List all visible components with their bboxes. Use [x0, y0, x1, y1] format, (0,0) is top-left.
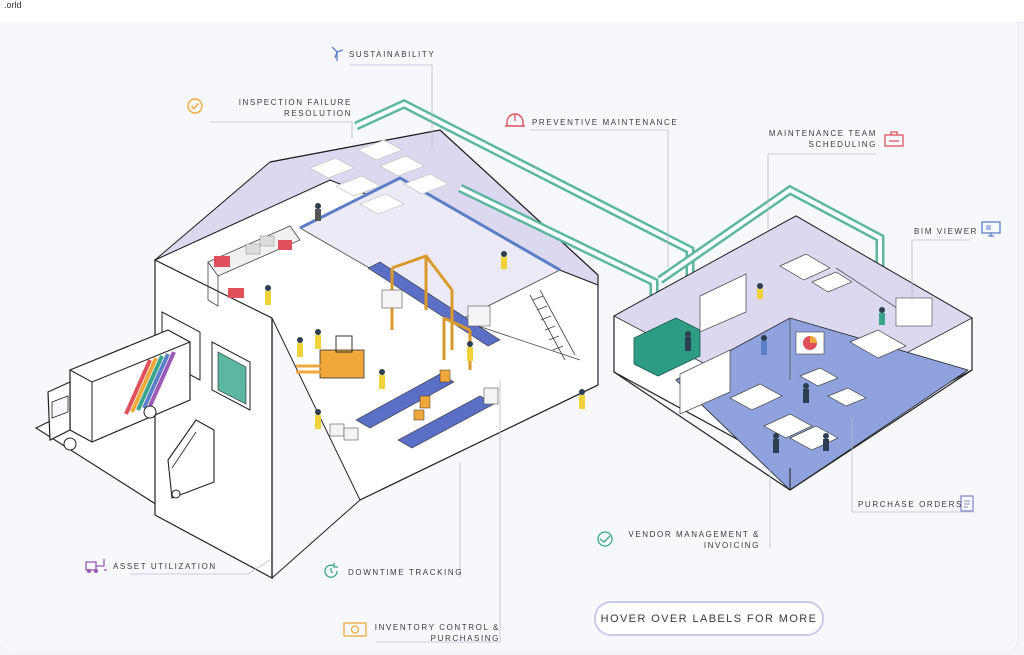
hvac-units — [633, 317, 701, 377]
label-asset-utilization[interactable]: ASSET UTILIZATION — [113, 562, 217, 571]
handshake-icon — [597, 531, 613, 547]
office-people — [685, 283, 885, 453]
label-purchase-orders[interactable]: PURCHASE ORDERS — [858, 500, 963, 509]
label-inspection-line2: RESOLUTION — [283, 109, 352, 118]
desks — [729, 253, 907, 451]
label-team-line2: SCHEDULING — [808, 140, 877, 149]
conveyors — [355, 261, 501, 449]
label-inspection-line1: INSPECTION FAILURE — [238, 98, 352, 107]
label-preventive-maintenance[interactable]: PREVENTIVE MAINTENANCE — [532, 118, 679, 127]
stairs — [529, 289, 576, 361]
hard-hat-icon — [505, 113, 525, 127]
office-floor — [675, 317, 969, 491]
check-badge-icon — [187, 98, 203, 114]
label-inventory-control-purchasing[interactable]: INVENTORY CONTROL & PURCHASING — [372, 622, 500, 644]
label-maintenance-team-scheduling[interactable]: MAINTENANCE TEAM SCHEDULING — [740, 128, 877, 150]
label-bim-viewer[interactable]: BIM VIEWER — [914, 227, 979, 236]
label-inventory-line1: INVENTORY CONTROL & — [374, 623, 500, 632]
hover-hint-pill: HOVER OVER LABELS FOR MORE — [594, 601, 824, 636]
refresh-clock-icon — [324, 563, 338, 578]
forklift — [296, 335, 365, 379]
truck — [47, 329, 191, 451]
label-inspection-failure-resolution[interactable]: INSPECTION FAILURE RESOLUTION — [220, 97, 352, 119]
workers — [265, 203, 585, 429]
label-sustainability[interactable]: SUSTAINABILITY — [349, 50, 436, 59]
label-downtime-tracking[interactable]: DOWNTIME TRACKING — [348, 568, 464, 577]
label-leaders — [130, 64, 975, 643]
money-icon — [343, 622, 367, 637]
robot-arms — [413, 369, 451, 421]
monitor-icon — [981, 221, 1001, 237]
van — [167, 419, 215, 499]
toolbox-icon — [884, 131, 904, 147]
label-vendor-management-invoicing[interactable]: VENDOR MANAGEMENT & INVOICING — [620, 529, 760, 551]
label-vendor-line2: INVOICING — [703, 541, 760, 550]
wind-turbine-icon — [331, 46, 344, 61]
office-shelves — [679, 273, 747, 415]
storage-shelves — [207, 225, 301, 307]
brand-logo: .orld — [4, 0, 22, 10]
boxes — [329, 289, 499, 441]
label-team-line1: MAINTENANCE TEAM — [768, 129, 877, 138]
label-vendor-line1: VENDOR MANAGEMENT & — [628, 530, 760, 539]
label-inventory-line2: PURCHASING — [430, 634, 500, 643]
clipboard-icon — [960, 495, 974, 512]
skylights — [309, 139, 449, 215]
forklift-icon — [85, 559, 107, 573]
